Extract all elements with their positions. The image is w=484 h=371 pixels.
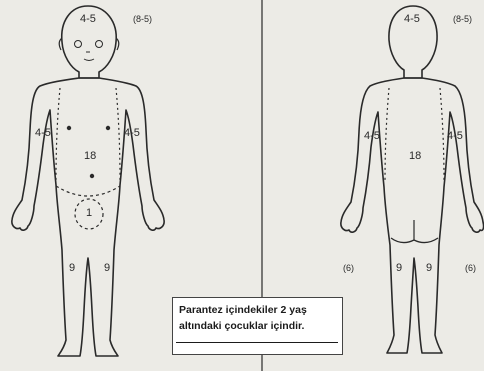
back-figure: [341, 6, 484, 353]
back-leg-left-percent: 9: [426, 262, 432, 274]
front-nipple-left: [107, 127, 110, 130]
back-head-child-percent: (8-5): [453, 13, 472, 25]
front-arm-divider-left: [116, 88, 120, 180]
front-navel: [91, 175, 94, 178]
back-arm-divider-right: [385, 88, 389, 182]
front-eye-left: [75, 41, 82, 48]
front-groin-line: [56, 186, 120, 196]
back-trunk-percent: 18: [409, 150, 421, 162]
caption-line-1: Parantez içindekiler 2 yaş: [179, 302, 336, 318]
caption-box: Parantez içindekiler 2 yaş altındaki çoc…: [172, 297, 343, 355]
back-arm-divider-left: [440, 88, 444, 182]
back-leg-right-child-percent: (6): [343, 262, 354, 274]
front-arm-left-percent: 4-5: [124, 127, 140, 139]
back-body-outline: [341, 78, 484, 353]
front-figure: [12, 6, 164, 356]
back-arm-right-percent: 4-5: [364, 130, 380, 142]
back-arm-left-percent: 4-5: [447, 130, 463, 142]
back-head-percent: 4-5: [404, 13, 420, 25]
front-eye-right: [96, 41, 103, 48]
caption-line-2: altındaki çocuklar içindir.: [179, 318, 336, 334]
caption-underline: [176, 342, 338, 343]
front-leg-right-percent: 9: [69, 262, 75, 274]
back-leg-right-percent: 9: [396, 262, 402, 274]
front-arm-right-percent: 4-5: [35, 127, 51, 139]
front-head-child-percent: (8-5): [133, 13, 152, 25]
front-trunk-percent: 18: [84, 150, 96, 162]
front-nipple-right: [68, 127, 71, 130]
back-leg-left-child-percent: (6): [465, 262, 476, 274]
front-leg-left-percent: 9: [104, 262, 110, 274]
front-head-percent: 4-5: [80, 13, 96, 25]
front-genital-percent: 1: [86, 207, 92, 219]
front-mouth: [84, 59, 94, 61]
front-arm-divider-right: [56, 88, 60, 180]
